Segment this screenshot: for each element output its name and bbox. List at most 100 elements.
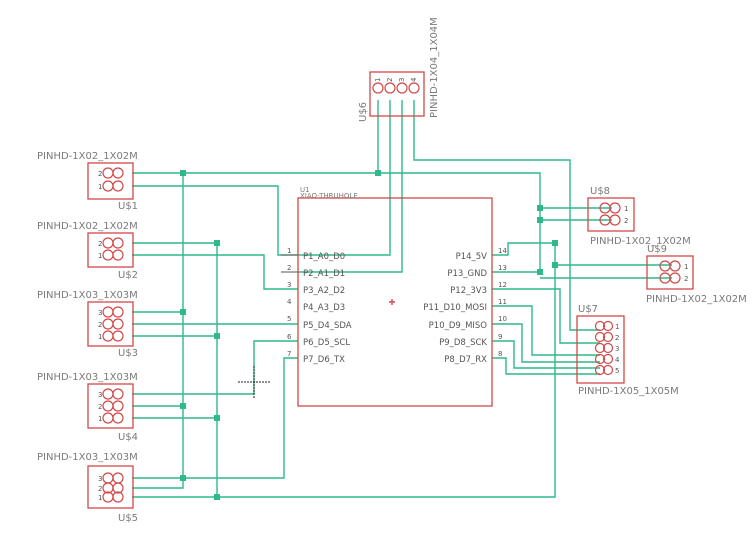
pin-number: 2: [98, 321, 102, 329]
pin-number: 1: [98, 415, 102, 423]
pin-name: P7_D6_TX: [303, 355, 345, 365]
header-u7[interactable]: U$7 1 2 3 4 5 PINHD-1X05_1X05M: [576, 304, 679, 397]
pin-number: 4: [287, 298, 292, 306]
pin-number: 2: [386, 78, 394, 82]
pin-pad: [669, 260, 681, 272]
pin-pad: [594, 320, 606, 332]
wire-p10[interactable]: [492, 323, 600, 363]
pin-number: 3: [398, 78, 406, 82]
pin-number: 5: [615, 367, 619, 375]
wire-u1-pin2[interactable]: [132, 172, 541, 272]
junction-layer: [180, 170, 558, 500]
pin-pad: [112, 306, 124, 318]
pin-name: P3_A2_D2: [303, 286, 345, 296]
pin-number: 1: [624, 205, 628, 213]
wire-u5-pin1[interactable]: [132, 243, 556, 498]
pin-pad: [112, 412, 124, 424]
crosshair-cursor-icon: [238, 366, 270, 398]
pin-name: P10_D9_MISO: [429, 321, 488, 331]
header-body: [87, 383, 134, 429]
pin-number: 3: [98, 309, 102, 317]
pin-pad: [602, 342, 614, 354]
pin-pad: [112, 388, 124, 400]
pin-number: 7: [287, 350, 291, 358]
header-name-label: U$6: [358, 102, 369, 122]
pin-pad: [102, 249, 114, 261]
pin-name: P5_D4_SDA: [303, 321, 352, 331]
header-value-label: PINHD-1X03_1X03M: [37, 290, 138, 301]
junction-dot: [537, 217, 543, 223]
wire-p8[interactable]: [492, 357, 600, 375]
header-body: [87, 232, 134, 268]
junction-dot: [180, 309, 186, 315]
pin-number: 6: [287, 333, 292, 341]
header-body: [87, 301, 134, 347]
header-u4[interactable]: PINHD-1X03_1X03M 3 2 1 U$4: [37, 372, 138, 443]
header-body: [87, 162, 134, 200]
pin-number: 1: [684, 263, 688, 271]
header-body: [587, 197, 635, 232]
pin-number: 3: [98, 391, 102, 399]
wire-u6-pin4[interactable]: [413, 100, 600, 331]
pin-name: P12_3V3: [450, 286, 487, 296]
pin-pad: [112, 167, 124, 179]
xiao-microcontroller[interactable]: U1 XIAO-THRUHOLE 1 2 3 4 5 6 7 P1_A0_D0 …: [281, 186, 507, 407]
pin-pad: [102, 237, 114, 249]
pin-pad: [112, 472, 124, 484]
wire-u5-pin2[interactable]: [132, 478, 184, 489]
header-body: [369, 71, 425, 117]
pin-name: P2_A1_D1: [303, 269, 345, 279]
wire-u2-pin1[interactable]: [132, 254, 298, 290]
pin-pad: [112, 318, 124, 330]
header-name-label: U$8: [590, 186, 610, 197]
pin-name: P8_D7_RX: [444, 355, 487, 365]
header-u9[interactable]: U$9 1 2 PINHD-1X02_1X02M: [646, 244, 747, 305]
wire-u4-pin3[interactable]: [132, 340, 298, 395]
header-value-label: PINHD-1X02_1X02M: [590, 236, 691, 247]
pin-number: 2: [98, 403, 102, 411]
pin-number: 3: [98, 475, 102, 483]
pin-name: P4_A3_D3: [303, 303, 345, 313]
pin-name: P1_A0_D0: [303, 252, 345, 262]
wire-u6-pin2[interactable]: [298, 100, 391, 256]
wire-u6-pin3[interactable]: [298, 100, 403, 273]
pin-pad: [102, 400, 114, 412]
pin-name: P14_5V: [456, 252, 488, 262]
header-u3[interactable]: PINHD-1X03_1X03M 3 2 1 U$3: [37, 290, 138, 359]
pin-pad: [609, 214, 621, 226]
header-name-label: U$5: [118, 513, 138, 524]
header-u1[interactable]: PINHD-1X02_1X02M 2 1 U$1: [37, 151, 138, 212]
pin-number: 14: [498, 247, 507, 255]
pin-number: 1: [98, 333, 102, 341]
header-u2[interactable]: PINHD-1X02_1X02M 2 1 U$2: [37, 221, 138, 281]
wire-u5-pin3[interactable]: [132, 357, 298, 479]
junction-dot: [537, 269, 543, 275]
xiao-part-name: U1: [300, 186, 310, 194]
header-value-label: PINHD-1X03_1X03M: [37, 372, 138, 383]
wire-p9[interactable]: [492, 340, 600, 369]
wire-p14[interactable]: [492, 242, 555, 256]
wire-p11[interactable]: [492, 305, 600, 356]
pin-pad: [408, 82, 420, 94]
pin-number: 1: [98, 183, 102, 191]
pin-pad: [594, 342, 606, 354]
pin-number: 2: [615, 334, 619, 342]
pin-number: 10: [498, 315, 507, 323]
header-name-label: U$3: [118, 348, 138, 359]
header-body: [646, 255, 694, 290]
pin-pad: [609, 202, 621, 214]
header-u8[interactable]: U$8 1 2 PINHD-1X02_1X02M: [587, 186, 691, 247]
pin-number: 1: [287, 247, 291, 255]
pin-number: 4: [615, 356, 620, 364]
header-u5[interactable]: PINHD-1X03_1X03M 3 2 1 U$5: [37, 452, 138, 524]
pin-number: 3: [287, 281, 291, 289]
header-u6[interactable]: 1 2 3 4 U$6 PINHD-1X04_1X04M: [358, 17, 440, 122]
pin-number: 12: [498, 281, 507, 289]
header-name-label: U$7: [578, 304, 598, 315]
header-value-label: PINHD-1X02_1X02M: [37, 221, 138, 232]
pin-pad: [102, 388, 114, 400]
pin-pad: [112, 491, 124, 503]
wire-p12[interactable]: [492, 288, 600, 344]
pin-pad: [102, 472, 114, 484]
